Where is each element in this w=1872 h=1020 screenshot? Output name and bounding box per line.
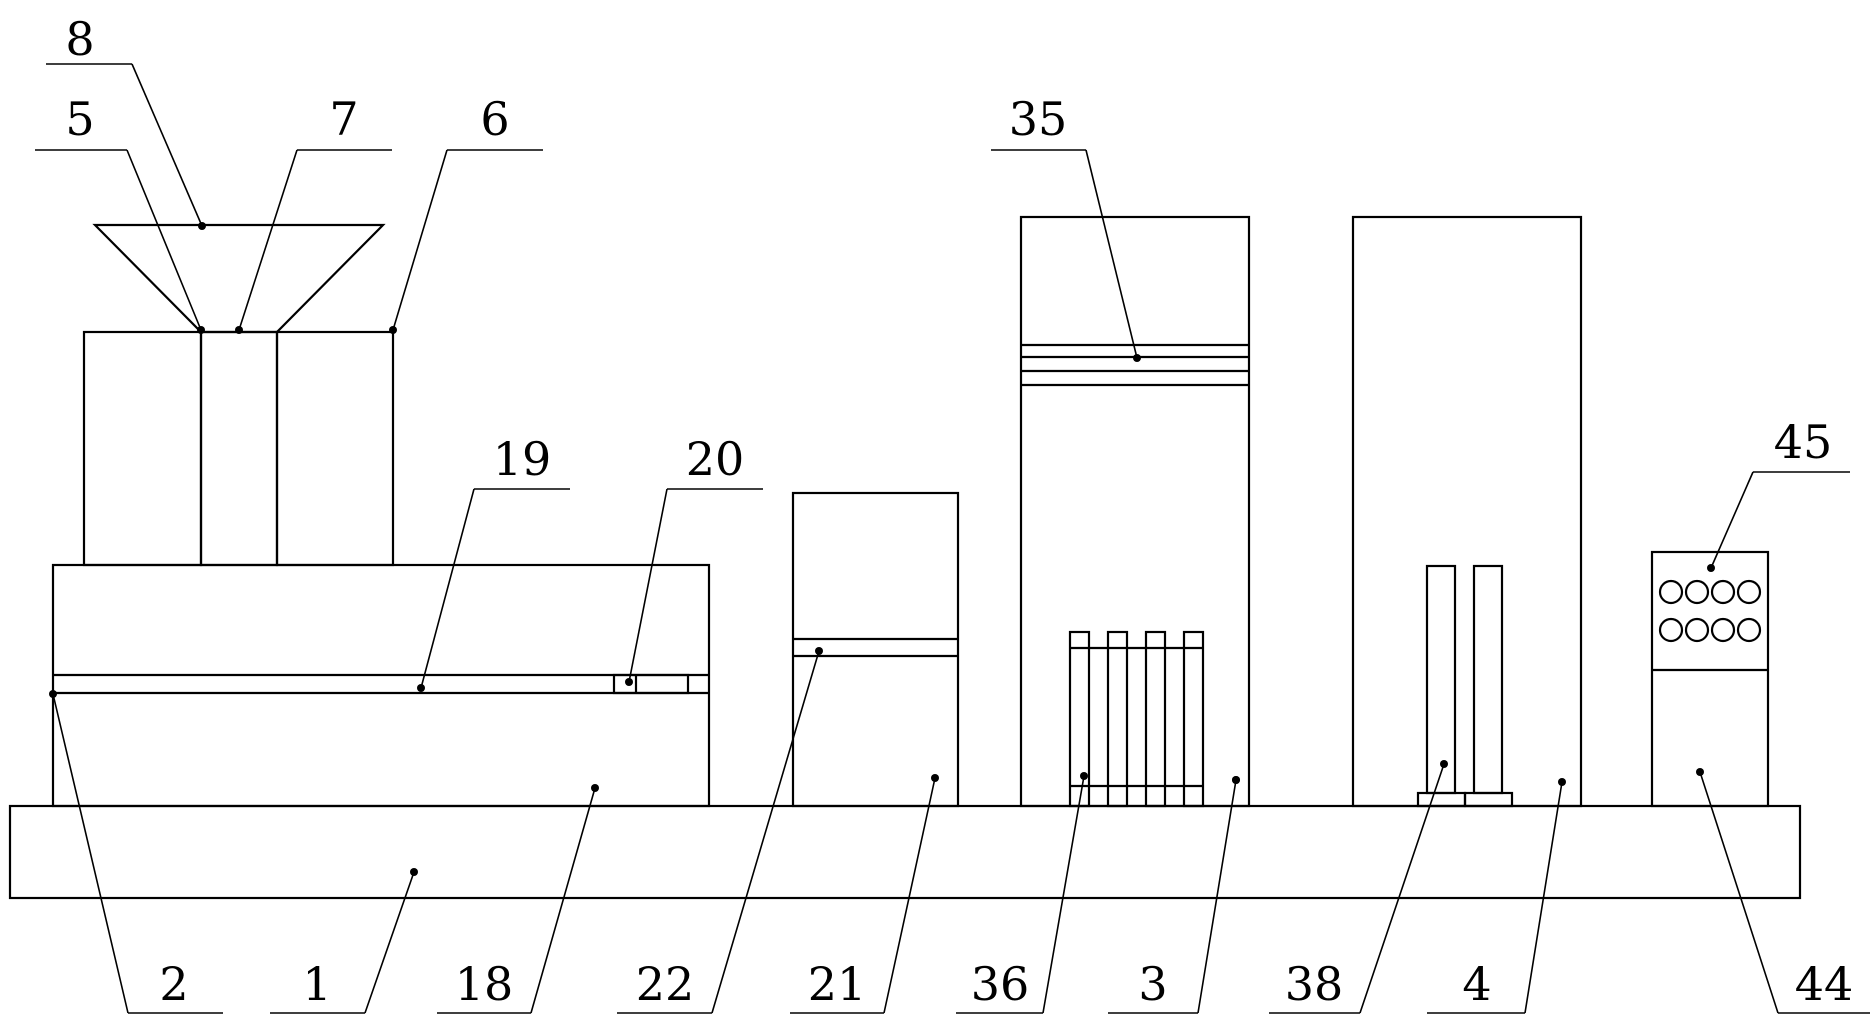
- label-44: 44: [1795, 957, 1854, 1011]
- leader-20: [628, 488, 668, 683]
- unit-4-body: [1351, 215, 1583, 808]
- leader-dot-45: [1707, 564, 1715, 572]
- column-36-b: [1106, 630, 1129, 808]
- leader-dot-22: [815, 647, 823, 655]
- leader-19: [420, 488, 475, 689]
- leader-dot-8: [198, 222, 206, 230]
- leader-8: [131, 63, 203, 227]
- rod-38-right: [1472, 564, 1504, 795]
- machine-body-18: [51, 563, 711, 808]
- left-machine: [51, 223, 711, 808]
- column-36-a: [1068, 630, 1091, 808]
- label-2: 2: [159, 957, 188, 1011]
- indicator-light-2: [1684, 579, 1710, 605]
- leader-6: [392, 149, 448, 331]
- leaders-bottom: [49, 647, 1870, 1014]
- indicator-light-7: [1710, 617, 1736, 643]
- upper-housing-right: [275, 330, 395, 567]
- unit-4: [1351, 215, 1583, 808]
- leader-dot-7: [235, 326, 243, 334]
- label-36: 36: [971, 957, 1030, 1011]
- leader-35: [1085, 149, 1138, 359]
- leader-dot-5: [197, 326, 205, 334]
- column-36-c: [1144, 630, 1167, 808]
- indicator-light-3: [1710, 579, 1736, 605]
- leader-dot-6: [389, 326, 397, 334]
- leader-5: [126, 149, 202, 331]
- indicator-light-1: [1658, 579, 1684, 605]
- label-19: 19: [493, 432, 552, 486]
- indicator-light-4: [1736, 579, 1762, 605]
- leader-2: [52, 693, 129, 1014]
- leader-dot-21: [931, 774, 939, 782]
- indicator-light-5: [1658, 617, 1684, 643]
- unit-21-body: [791, 491, 960, 808]
- leader-dot-35: [1133, 354, 1141, 362]
- label-8: 8: [65, 12, 94, 66]
- column-36-d: [1182, 630, 1205, 808]
- leader-dot-1: [410, 868, 418, 876]
- rod-base-right: [1463, 791, 1514, 808]
- leader-7: [238, 149, 298, 331]
- unit-21: [791, 491, 960, 808]
- indicator-light-6: [1684, 617, 1710, 643]
- reference-numerals: 8 5 7 6 35 19 20 45 2 1 18 22 21 36 3 38…: [65, 12, 1853, 1011]
- label-22: 22: [636, 957, 695, 1011]
- leader-18: [530, 787, 596, 1014]
- upper-housing-left: [82, 330, 203, 567]
- base-plate: [8, 804, 1802, 900]
- unit-3: [1019, 215, 1251, 808]
- label-6: 6: [480, 92, 509, 146]
- leader-36: [1042, 775, 1085, 1014]
- label-1: 1: [302, 957, 331, 1011]
- label-3: 3: [1138, 957, 1167, 1011]
- control-box-44: [1650, 550, 1770, 808]
- label-20: 20: [686, 432, 745, 486]
- leader-3: [1197, 779, 1237, 1014]
- label-21: 21: [808, 957, 867, 1011]
- leader-44: [1699, 771, 1779, 1014]
- leaders-top: [35, 63, 1850, 692]
- label-18: 18: [455, 957, 514, 1011]
- leader-dot-19: [417, 684, 425, 692]
- leader-22: [711, 650, 820, 1014]
- leader-dot-18: [591, 784, 599, 792]
- label-45: 45: [1774, 415, 1833, 469]
- label-7: 7: [329, 92, 358, 146]
- leader-dot-38: [1440, 760, 1448, 768]
- leader-dot-4: [1558, 778, 1566, 786]
- unit-3-body: [1019, 215, 1251, 808]
- indicator-light-8: [1736, 617, 1762, 643]
- leader-45: [1710, 471, 1754, 569]
- leader-1: [364, 871, 415, 1014]
- rod-38-left: [1425, 564, 1457, 795]
- leader-4: [1524, 781, 1563, 1014]
- slider-block-20: [612, 673, 690, 695]
- leader-dot-2: [49, 690, 57, 698]
- upper-housing-center: [199, 330, 279, 567]
- label-35: 35: [1009, 92, 1068, 146]
- leader-38: [1359, 763, 1445, 1014]
- label-38: 38: [1285, 957, 1344, 1011]
- leader-dot-20: [625, 678, 633, 686]
- leader-dot-44: [1696, 768, 1704, 776]
- leader-dot-36: [1080, 772, 1088, 780]
- leader-dot-3-body: [1232, 776, 1240, 784]
- label-4: 4: [1462, 957, 1491, 1011]
- rod-base-left: [1416, 791, 1467, 808]
- leader-21: [883, 777, 936, 1014]
- label-5: 5: [65, 92, 94, 146]
- hopper-8: [92, 223, 386, 334]
- control-box-body: [1650, 550, 1770, 808]
